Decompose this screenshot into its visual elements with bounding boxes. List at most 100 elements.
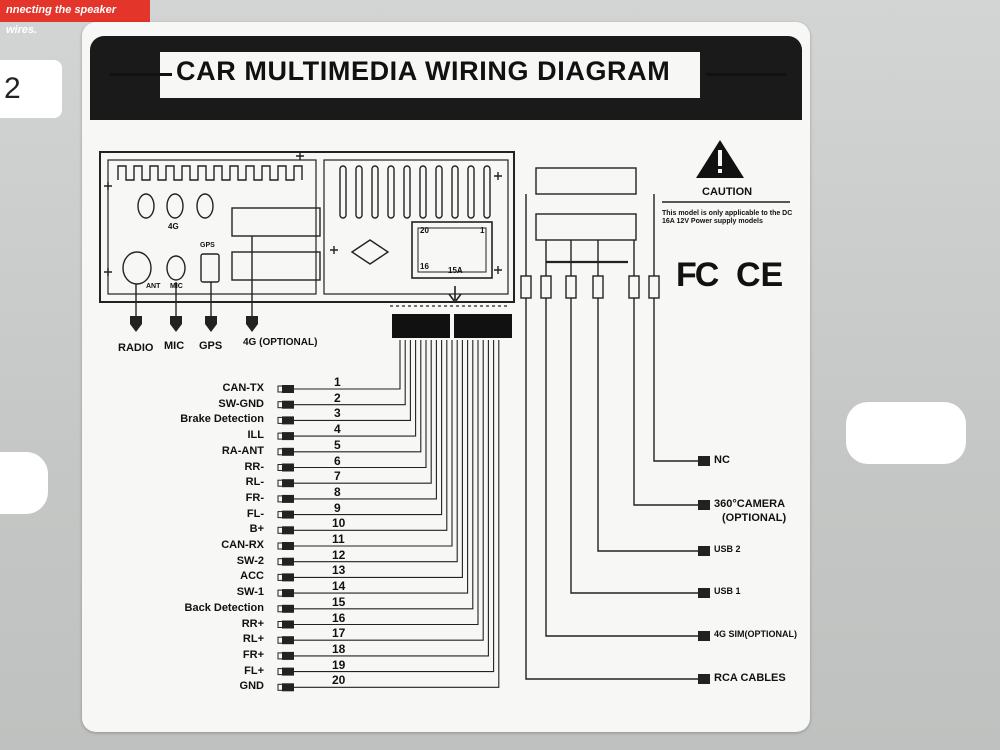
pin-label: Back Detection: [184, 601, 264, 614]
ce-logo: CE: [736, 256, 784, 294]
4g-port-right: [196, 193, 214, 219]
cable-terminal-0: [698, 456, 710, 466]
cable-label: NC: [714, 454, 730, 466]
pin-number: 12: [332, 547, 346, 562]
harness-wire-5: [294, 340, 422, 453]
harness-terminal-8: [282, 494, 294, 503]
main-connector: [411, 221, 493, 279]
harness-wire-7: [294, 340, 432, 484]
right-connector-bottom: [535, 213, 637, 241]
pin-number: 19: [332, 657, 346, 672]
pin-number: 8: [334, 484, 341, 499]
unit-label-gps: GPS: [200, 242, 215, 249]
harness-tip-2: [277, 401, 284, 409]
harness-plug-right: [454, 314, 512, 338]
harness-terminal-10: [282, 526, 294, 535]
connector-pin-20: 20: [420, 226, 429, 235]
diamond-mark: [350, 239, 390, 265]
chassis-slot-right-top: [846, 402, 966, 464]
pin-number: 14: [332, 579, 346, 594]
harness-wire-12: [294, 340, 458, 563]
harness-wire-16: [294, 340, 479, 626]
pin-label: CAN-TX: [222, 382, 264, 394]
pin-label: FL-: [246, 507, 264, 520]
harness-tip-8: [277, 495, 284, 503]
harness-tip-12: [277, 558, 284, 566]
pin-number: 1: [334, 375, 341, 389]
harness-tip-10: [277, 526, 284, 534]
wiring-sticker: [82, 22, 810, 732]
pin-label: RL-: [245, 476, 264, 489]
connector-pin-16: 16: [420, 262, 429, 271]
harness-tip-19: [277, 668, 284, 676]
head-unit-left-panel: [107, 159, 317, 295]
warning-label: nnecting the speaker wires.: [0, 0, 150, 36]
pin-number: 9: [334, 500, 341, 515]
pin-label: RL+: [242, 633, 264, 646]
cable-wire-1: [633, 240, 698, 506]
harness-tip-5: [277, 448, 284, 456]
pin-label: RR-: [244, 460, 264, 473]
harness-terminal-7: [282, 479, 294, 488]
4g-port-mid: [166, 193, 184, 219]
harness-tip-6: [277, 464, 284, 471]
pin-number: 20: [332, 673, 346, 688]
harness-tip-14: [277, 589, 284, 597]
harness-tip-1: [277, 385, 284, 393]
cable-plug-1: [628, 275, 640, 299]
pin-number: 15: [332, 594, 346, 609]
connector-label-radio: RADIO: [118, 342, 154, 354]
harness-terminal-17: [282, 636, 294, 645]
connector-pin-1: 1: [480, 226, 485, 235]
harness-tip-17: [277, 636, 284, 644]
pin-number: 11: [332, 532, 345, 546]
connector-label-gps: GPS: [199, 340, 223, 352]
pin-label: ACC: [240, 570, 264, 583]
cable-terminal-1: [698, 500, 710, 510]
harness-terminal-16: [282, 620, 294, 629]
harness-tip-15: [277, 605, 284, 613]
title-rule-left: [110, 73, 172, 76]
cable-plug-2: [592, 275, 604, 299]
harness-wire-14: [294, 340, 469, 594]
pin-label: ILL: [247, 429, 265, 442]
pin-label: Brake Detection: [180, 413, 264, 426]
harness-wire-8: [294, 340, 437, 500]
caution-title: CAUTION: [702, 186, 753, 198]
cable-terminal-3: [698, 588, 710, 598]
harness-terminal-5: [282, 447, 294, 456]
mic-port: [166, 255, 186, 281]
pin-number: 4: [334, 422, 341, 437]
cable-sublabel: (OPTIONAL): [722, 512, 787, 524]
cable-label: 4G SIM(OPTIONAL): [714, 629, 797, 639]
cable-plug-5: [520, 275, 532, 299]
harness-wire-2: [294, 340, 406, 406]
harness-wire-11: [294, 340, 453, 547]
harness-tip-4: [277, 432, 284, 440]
harness-terminal-2: [282, 400, 294, 409]
harness-terminal-19: [282, 667, 294, 676]
caution-note: This model is only applicable to the DC …: [662, 210, 793, 225]
harness-wire-17: [294, 340, 484, 641]
harness-wire-9: [294, 340, 443, 516]
pin-label: FL+: [244, 664, 264, 677]
4g-port-left: [137, 193, 155, 219]
connector-label-mic: MIC: [164, 340, 185, 352]
harness-wire-15: [294, 340, 474, 610]
cable-plug-4: [540, 275, 552, 299]
head-unit-right-panel: [323, 159, 509, 295]
harness-terminal-3: [282, 416, 294, 425]
pin-number: 2: [334, 390, 341, 405]
cable-wire-5: [525, 194, 698, 680]
plug-1: [170, 316, 182, 332]
pin-label: RR+: [241, 617, 264, 630]
cable-label: USB 1: [714, 586, 741, 596]
connector-fuse: 15A: [448, 266, 463, 275]
cable-label: USB 2: [714, 544, 741, 554]
pin-number: 3: [334, 406, 341, 421]
harness-terminal-11: [282, 542, 294, 550]
cooling-fins-left: [117, 165, 303, 181]
harness-tip-7: [277, 479, 284, 487]
harness-terminal-6: [282, 463, 294, 472]
